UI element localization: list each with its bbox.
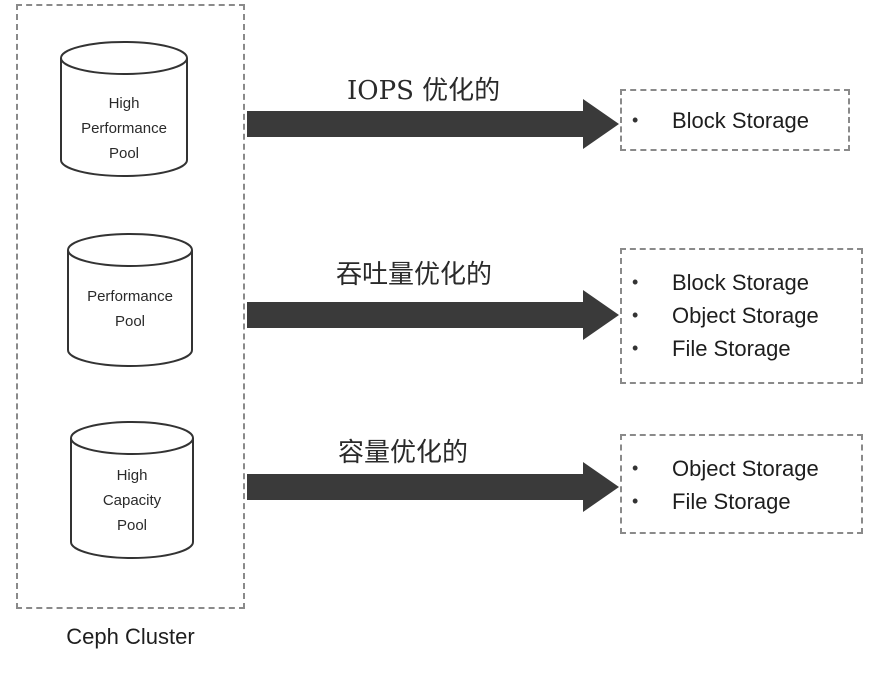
storage-type-label: File Storage xyxy=(672,489,791,514)
ceph-cluster-box xyxy=(16,4,245,609)
pool-label-line: Pool xyxy=(108,145,140,162)
bullet-icon: • xyxy=(632,110,639,130)
pool-label-line: High xyxy=(116,467,148,484)
bullet-icon: • xyxy=(632,458,639,478)
arrow-right-icon xyxy=(247,462,619,512)
storage-type-label: Object Storage xyxy=(672,303,819,328)
list-item: • Object Storage xyxy=(622,452,861,485)
target-box-iops: • Block Storage xyxy=(620,89,850,151)
flow-label-capacity: 容量优化的 xyxy=(338,438,469,468)
cylinder-icon xyxy=(67,233,193,367)
pool-performance: Performance Pool xyxy=(66,232,194,368)
arrow-right-icon xyxy=(247,99,619,149)
list-item: • Block Storage xyxy=(622,266,861,299)
target-box-capacity: • Object Storage • File Storage xyxy=(620,434,863,534)
pool-high-capacity: High Capacity Pool xyxy=(69,420,195,562)
cluster-label: Ceph Cluster xyxy=(66,624,195,649)
pool-label-line: Pool xyxy=(116,517,148,534)
arrow-right-icon xyxy=(247,290,619,340)
pool-label-line: Performance xyxy=(81,120,167,137)
pool-label-line: Pool xyxy=(114,313,146,330)
pool-label-line: High xyxy=(108,95,140,112)
list-item: • File Storage xyxy=(622,332,861,365)
storage-type-label: Block Storage xyxy=(672,270,809,295)
pool-label-line: Performance xyxy=(87,288,173,305)
list-item: • Object Storage xyxy=(622,299,861,332)
target-box-throughput: • Block Storage • Object Storage • File Sto… xyxy=(620,248,863,384)
bullet-icon: • xyxy=(632,272,639,292)
bullet-icon: • xyxy=(632,338,639,358)
list-item: • Block Storage xyxy=(622,104,848,137)
list-item: • File Storage xyxy=(622,485,861,518)
pool-label-line: Capacity xyxy=(102,492,162,509)
flow-label-iops: IOPS 优化的 xyxy=(347,76,501,106)
flow-label-throughput: 吞吐量优化的 xyxy=(336,260,493,290)
cylinder-icon xyxy=(70,421,194,559)
storage-type-label: Block Storage xyxy=(672,108,809,133)
bullet-icon: • xyxy=(632,305,639,325)
pool-high-performance: High Performance Pool xyxy=(59,40,189,180)
storage-type-label: File Storage xyxy=(672,336,791,361)
cylinder-icon xyxy=(60,41,188,177)
bullet-icon: • xyxy=(632,491,639,511)
storage-type-label: Object Storage xyxy=(672,456,819,481)
